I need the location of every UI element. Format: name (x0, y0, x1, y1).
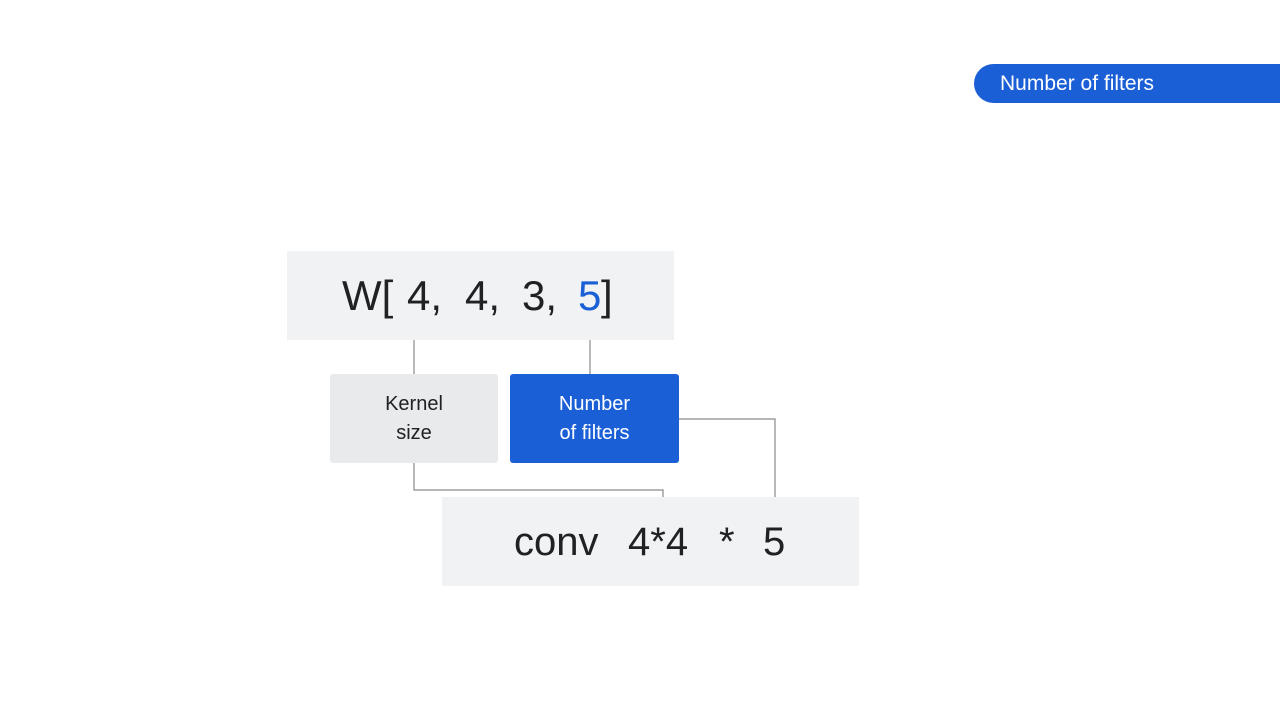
kernel-label-line2: size (396, 421, 432, 444)
conv-expression-panel (442, 497, 859, 586)
weight-dim-height: 4, (407, 272, 443, 319)
number-of-filters-label: Number of filters (510, 374, 679, 463)
weight-shape-panel (287, 251, 674, 340)
conv-filters: 5 (763, 520, 786, 564)
conv-kernel: 4*4 (628, 520, 689, 564)
weight-dim-filters: 5 (578, 272, 602, 319)
kernel-size-label: Kernel size (330, 374, 498, 463)
weight-dim-width: 4, (465, 272, 501, 319)
kernel-label-line1: Kernel (385, 392, 443, 415)
topic-pill: Number of filters (974, 64, 1280, 103)
weight-suffix: ] (601, 272, 613, 319)
filters-label-line1: Number (558, 392, 631, 415)
weight-prefix: W[ (342, 272, 394, 319)
conv-word: conv (514, 520, 599, 564)
weight-dim-channels: 3, (522, 272, 558, 319)
connector-filters-to-conv (679, 418, 776, 515)
conv-operator: * (719, 520, 735, 564)
filters-label-line2: of filters (559, 421, 630, 444)
